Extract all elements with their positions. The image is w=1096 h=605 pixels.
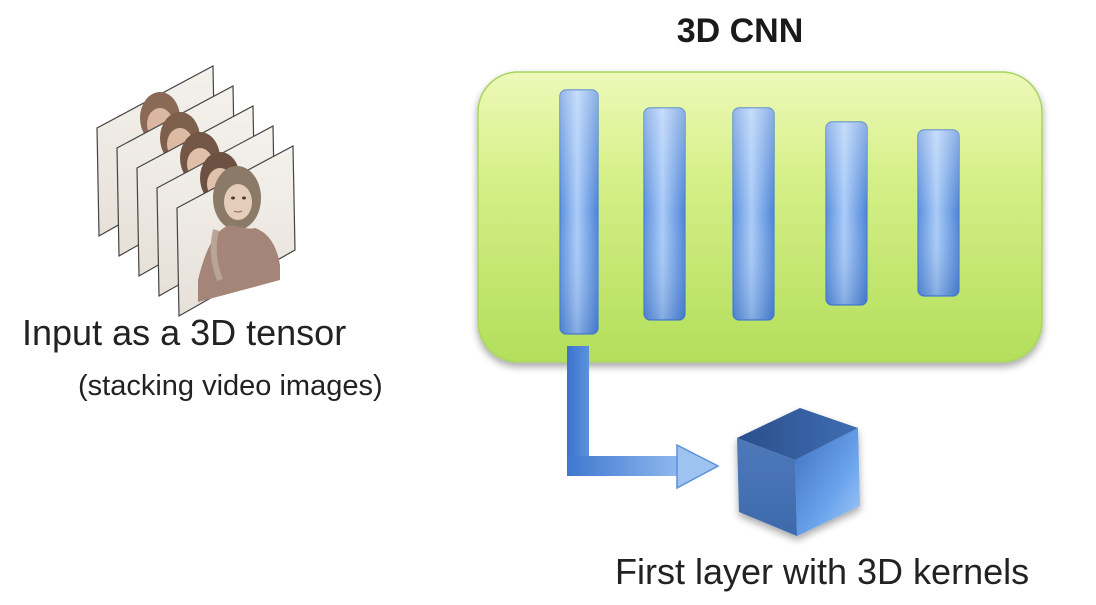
diagram-title: 3D CNN [676,12,804,50]
kernel-caption: First layer with 3D kernels [615,551,1030,592]
cnn-layer-bar [825,121,868,306]
cube-icon [737,408,860,536]
input-frame-stack [96,65,296,318]
input-subcaption: (stacking video images) [78,370,383,402]
cnn-layer-bar [559,89,599,335]
first-layer-arrow [567,346,720,490]
video-frame-face [176,145,296,318]
cnn-layer-bar [643,107,686,321]
input-caption: Input as a 3D tensor [22,312,347,353]
cnn-layer-bar [732,107,775,321]
cnn-layers [559,89,960,335]
cnn-layer-bar [917,129,960,297]
